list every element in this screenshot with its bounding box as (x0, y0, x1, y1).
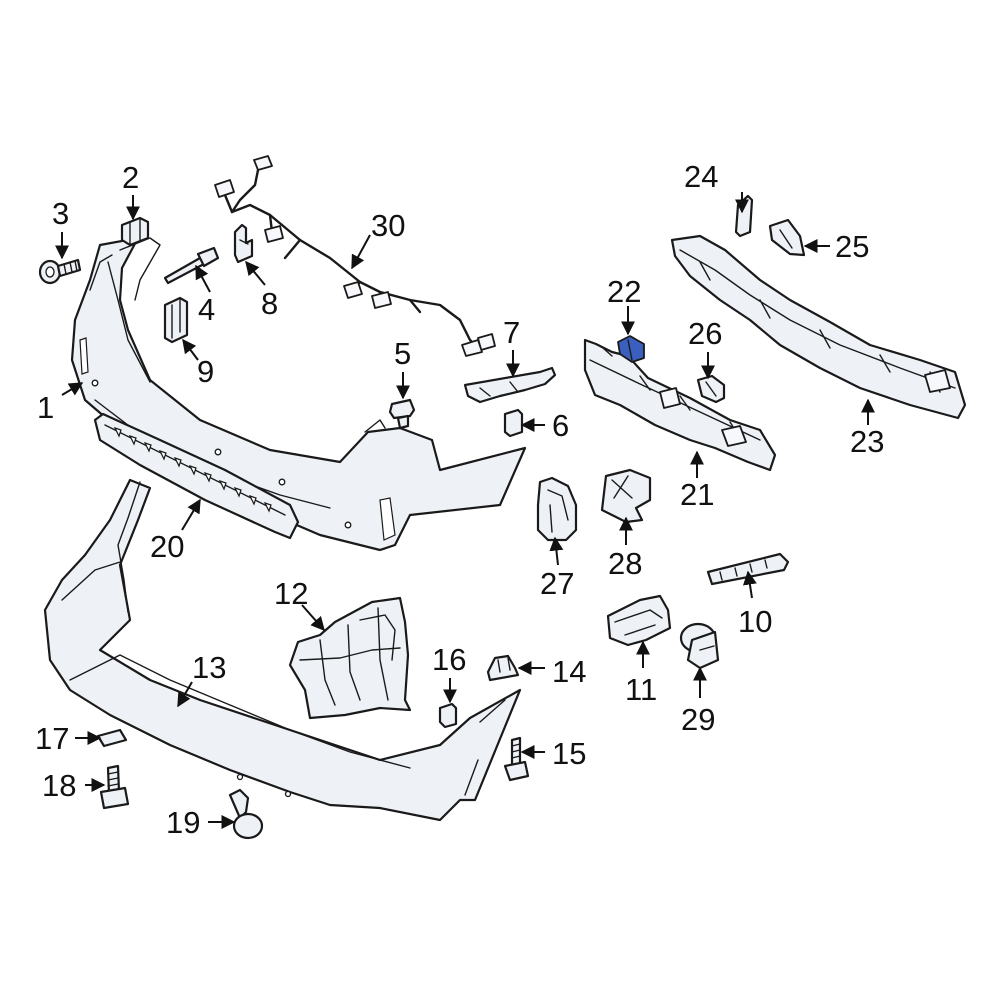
callout-13: 13 (192, 650, 226, 685)
leader-lines (55, 192, 875, 829)
bracket-part-24 (734, 194, 754, 238)
bracket-part-9 (163, 296, 189, 344)
callout-29: 29 (681, 702, 715, 737)
callout-7: 7 (503, 315, 520, 350)
callout-27: 27 (540, 566, 574, 601)
callout-20: 20 (150, 529, 184, 564)
clip-part-6 (503, 408, 524, 438)
callout-15: 15 (552, 736, 586, 771)
push-clip-part-5 (388, 398, 416, 430)
callout-labels: 1 2 3 4 5 6 7 8 9 10 11 12 13 14 15 16 1… (35, 159, 884, 840)
callout-12: 12 (274, 576, 308, 611)
highlighted-bracket-part-22[interactable] (617, 335, 645, 363)
callout-25: 25 (835, 229, 869, 264)
bracket-part-28 (600, 468, 652, 524)
trim-strip-slots (113, 426, 272, 513)
reinforcement-beam-part-23 (670, 234, 967, 420)
lower-cover-part-13 (43, 478, 522, 822)
callout-23: 23 (850, 424, 884, 459)
callout-16: 16 (432, 642, 466, 677)
callout-4: 4 (198, 292, 215, 327)
callout-14: 14 (552, 654, 586, 689)
clip-part-17 (96, 728, 128, 748)
callout-30: 30 (371, 208, 405, 243)
callout-8: 8 (261, 286, 278, 321)
callout-18: 18 (42, 768, 76, 803)
wiring-harness-part-30 (214, 155, 496, 357)
callout-26: 26 (688, 316, 722, 351)
callout-10: 10 (738, 604, 772, 639)
bracket-part-25 (768, 218, 806, 257)
part-22-shape (617, 335, 645, 363)
sensor-part-29 (679, 622, 720, 670)
clip-part-14 (486, 654, 520, 682)
callout-9: 9 (197, 354, 214, 389)
callout-22: 22 (607, 274, 641, 309)
cap-part-19 (228, 788, 264, 840)
callout-2: 2 (122, 160, 139, 195)
callout-1: 1 (37, 390, 54, 425)
callout-17: 17 (35, 721, 69, 756)
callout-6: 6 (552, 408, 569, 443)
clip-part-16 (438, 702, 458, 729)
pin-part-4 (163, 246, 220, 285)
callout-24: 24 (684, 159, 718, 194)
bracket-part-27 (536, 476, 578, 542)
bracket-part-11 (606, 594, 672, 647)
bolt-part-18 (99, 764, 130, 810)
bracket-part-8 (233, 223, 254, 264)
bracket-clip-part-2 (120, 216, 150, 247)
bolt-part-3 (38, 258, 82, 285)
callout-11: 11 (625, 672, 657, 707)
energy-absorber-part-21 (583, 338, 777, 472)
callout-3: 3 (52, 196, 69, 231)
callout-28: 28 (608, 546, 642, 581)
bracket-part-7 (463, 366, 557, 404)
callout-21: 21 (680, 477, 714, 512)
trim-strip-part-20 (93, 412, 300, 540)
bracket-part-26 (696, 374, 726, 404)
shield-part-12 (288, 596, 412, 720)
callout-5: 5 (394, 336, 411, 371)
bolt-part-15 (503, 736, 530, 782)
trim-part-10 (706, 552, 790, 586)
callout-19: 19 (166, 805, 200, 840)
